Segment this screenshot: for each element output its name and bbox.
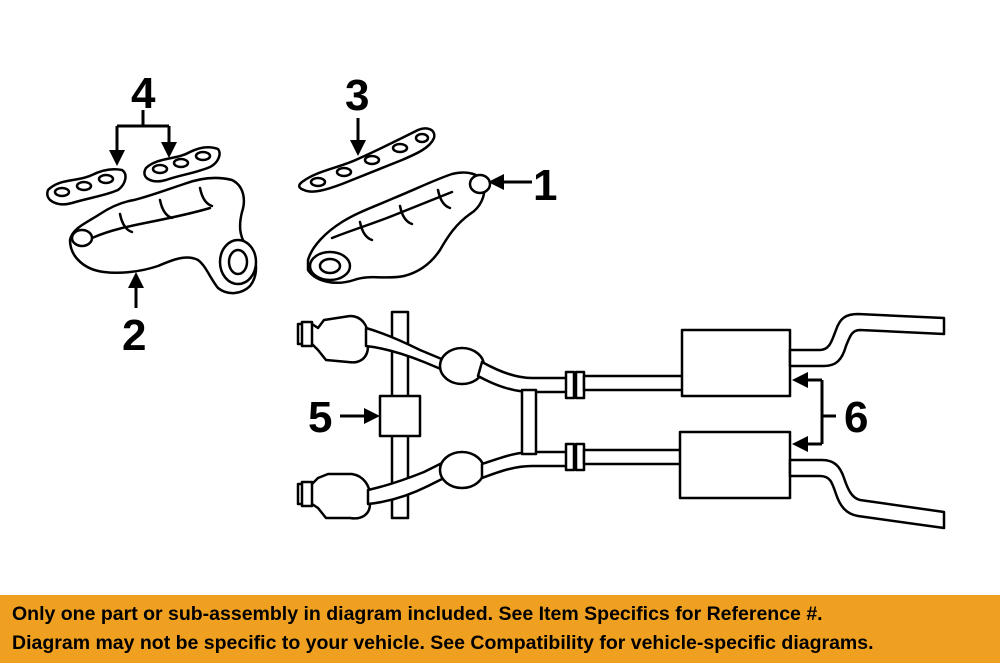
right-exhaust-manifold [306,171,492,284]
disclaimer-line-1: Only one part or sub-assembly in diagram… [12,603,823,625]
leader-lines [109,110,836,452]
callout-5: 5 [308,393,332,442]
exhaust-system-assembly [296,310,946,530]
callout-2: 2 [122,311,146,360]
left-exhaust-manifold [68,176,258,295]
right-manifold-gasket [298,127,436,193]
left-manifold-gasket-rear [143,146,221,183]
callout-6: 6 [844,393,868,442]
disclaimer-banner: Only one part or sub-assembly in diagram… [0,595,1000,663]
exhaust-parts-diagram: 1 2 3 4 5 6 [46,69,946,530]
left-manifold-gasket-front [46,167,127,206]
callout-3: 3 [345,71,369,120]
callout-4: 4 [131,69,156,118]
exhaust-hanger-bracket [378,394,422,438]
disclaimer-line-2: Diagram may not be specific to your vehi… [12,632,874,654]
upper-muffler [680,328,792,398]
callout-1: 1 [533,161,557,210]
lower-muffler [678,430,792,500]
